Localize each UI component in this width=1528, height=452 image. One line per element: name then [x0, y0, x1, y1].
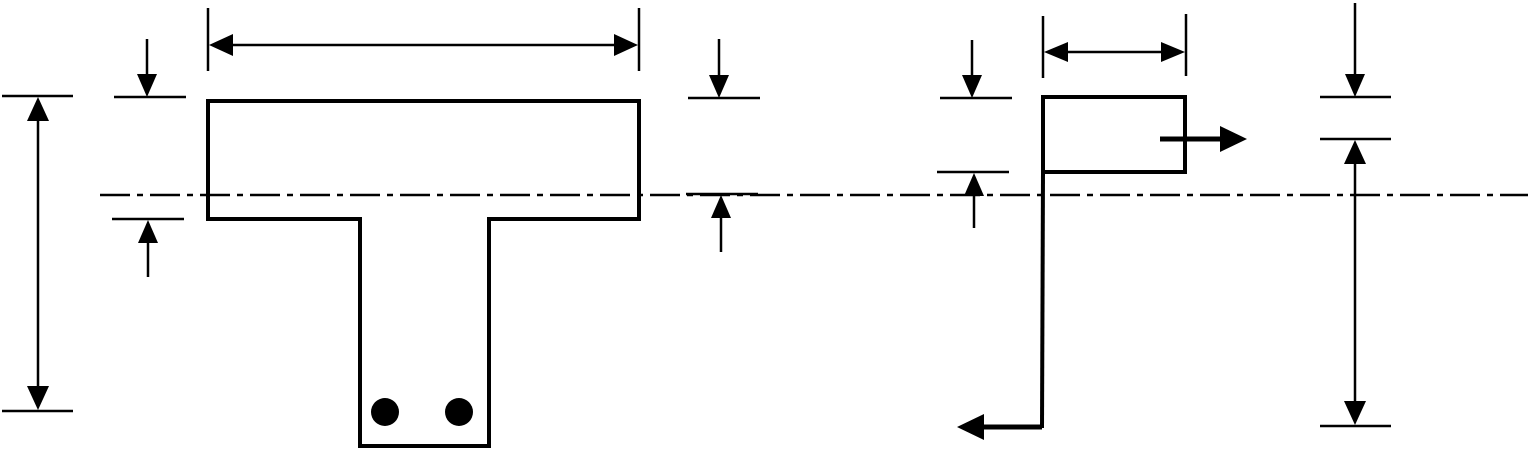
flange-width-dimension [206, 8, 641, 71]
neutral-axis-depth-dimension-right [686, 39, 760, 252]
na-arrowhead-top-left [137, 74, 157, 97]
neutral-axis-depth-dimension-left [112, 39, 186, 277]
t-beam-section [206, 99, 641, 448]
lever-arrowhead-upper [1344, 140, 1366, 164]
compression-block [1041, 95, 1187, 174]
depth-arrowhead-top [27, 97, 49, 121]
block-depth-arrowhead-bottom [964, 173, 984, 196]
na-arrowhead-top-right [709, 75, 729, 98]
t-beam-outline [206, 99, 641, 448]
lever-arrowhead-top [1345, 74, 1365, 97]
block-depth-dimension [937, 40, 1012, 228]
compression-arrowhead [1220, 126, 1247, 152]
profile-vertical [1040, 171, 1045, 429]
block-depth-arrowhead-top [962, 75, 982, 98]
tension-arrowhead [957, 414, 984, 440]
block-width-arrowhead-right [1161, 42, 1185, 62]
lever-arrowhead-lower [1344, 401, 1366, 425]
rebar-right [445, 398, 473, 426]
block-width-dimension [1041, 14, 1188, 78]
flange-width-arrowhead-left [209, 34, 233, 56]
overall-depth-dimension [2, 94, 73, 413]
rebar-left [371, 398, 399, 426]
flange-width-arrowhead-right [614, 34, 638, 56]
block-width-arrowhead-left [1044, 42, 1068, 62]
na-arrowhead-bottom-right [711, 195, 731, 218]
depth-arrowhead-bottom [27, 386, 49, 410]
strain-profile [957, 95, 1247, 440]
na-arrowhead-bottom-left [138, 220, 158, 243]
lever-arm-dimension [1320, 3, 1391, 428]
